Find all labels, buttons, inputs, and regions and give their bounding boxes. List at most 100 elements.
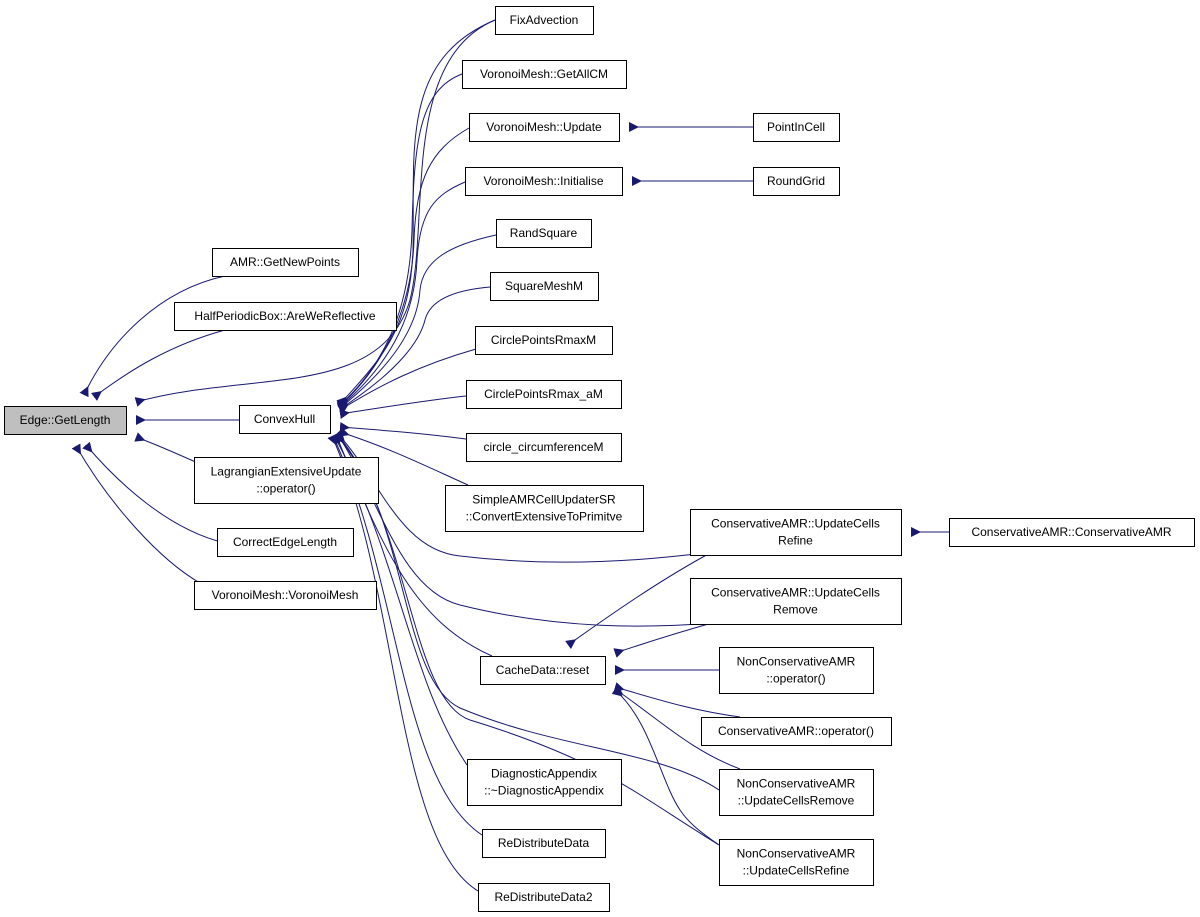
node-n3[interactable]: ConvexHull (239, 405, 331, 434)
node-label: VoronoiMesh::Initialise (483, 174, 603, 188)
edge-n27-to-n17 (612, 684, 741, 770)
node-label: PointInCell (767, 120, 825, 134)
node-box (462, 60, 627, 89)
node-n25[interactable]: NonConservativeAMR::operator() (719, 647, 874, 694)
edges (71, 19, 949, 892)
edge-n28-to-n3 (332, 430, 720, 846)
node-box (194, 581, 377, 610)
node-box (495, 6, 594, 35)
edge-n23-to-n17 (565, 551, 713, 650)
edge-n15-to-n3 (339, 422, 467, 440)
node-label: ConvexHull (254, 412, 315, 426)
edge-n13-to-n3 (337, 348, 477, 415)
node-n13[interactable]: CirclePointsRmaxM (475, 326, 613, 355)
node-n19[interactable]: ReDistributeData (482, 829, 606, 858)
node-label: SimpleAMRCellUpdaterSR (472, 493, 616, 507)
edge-n7-to-n0 (134, 19, 496, 407)
node-box (4, 406, 127, 435)
edge-n11-to-n3 (336, 234, 497, 412)
node-n24[interactable]: ConservativeAMR::UpdateCellsRemove (690, 578, 902, 625)
node-box (719, 839, 874, 886)
edge-n6-to-n0 (71, 443, 201, 584)
node-n1[interactable]: AMR::GetNewPoints (212, 248, 359, 277)
node-box (753, 167, 840, 196)
node-n18[interactable]: DiagnosticAppendix::~DiagnosticAppendix (467, 759, 622, 806)
node-box (465, 167, 623, 196)
node-box (466, 380, 622, 409)
edge-n12-to-n3 (337, 286, 491, 414)
node-box (445, 485, 644, 532)
node-box (719, 769, 874, 816)
node-n21[interactable]: PointInCell (753, 113, 840, 142)
node-label: NonConservativeAMR (737, 777, 856, 791)
node-n12[interactable]: SquareMeshM (490, 272, 599, 301)
edge-n10-to-n3 (336, 181, 466, 411)
node-label: CacheData::reset (496, 663, 590, 677)
node-n0[interactable]: Edge::GetLength (4, 406, 127, 435)
edge-n26-to-n17 (613, 682, 741, 718)
edge-n16-to-n3 (338, 427, 469, 486)
node-n11[interactable]: RandSquare (496, 219, 592, 248)
node-label: ::operator() (766, 672, 825, 686)
node-n16[interactable]: SimpleAMRCellUpdaterSR::ConvertExtensive… (445, 485, 644, 532)
node-label: DiagnosticAppendix (491, 767, 597, 781)
node-box (482, 829, 606, 858)
node-box (690, 509, 902, 556)
node-n22[interactable]: RoundGrid (753, 167, 840, 196)
node-box (212, 248, 359, 277)
edge-n2-to-n0 (91, 329, 226, 402)
edge-n4-to-n0 (134, 432, 201, 465)
node-n5[interactable]: CorrectEdgeLength (217, 528, 354, 557)
node-label: ::UpdateCellsRemove (738, 794, 855, 808)
node-n8[interactable]: VoronoiMesh::GetAllCM (462, 60, 627, 89)
node-label: VoronoiMesh::VoronoiMesh (212, 588, 359, 602)
node-n10[interactable]: VoronoiMesh::Initialise (465, 167, 623, 196)
node-label: CirclePointsRmax_aM (484, 387, 603, 401)
node-box (469, 113, 620, 142)
node-box (467, 759, 622, 806)
node-box (466, 433, 622, 462)
node-n15[interactable]: circle_circumferenceM (466, 433, 622, 462)
node-label: ReDistributeData (498, 836, 590, 850)
node-box (194, 457, 379, 504)
node-box (174, 302, 397, 331)
node-n14[interactable]: CirclePointsRmax_aM (466, 380, 622, 409)
node-n29[interactable]: ConservativeAMR::ConservativeAMR (949, 518, 1195, 547)
node-label: ::~DiagnosticAppendix (484, 784, 604, 798)
node-label: ::UpdateCellsRefine (743, 864, 850, 878)
node-n9[interactable]: VoronoiMesh::Update (469, 113, 620, 142)
node-label: HalfPeriodicBox::AreWeReflective (194, 309, 376, 323)
node-box (753, 113, 840, 142)
edge-n20-to-n3 (327, 433, 479, 892)
node-n23[interactable]: ConservativeAMR::UpdateCellsRefine (690, 509, 902, 556)
node-label: ConservativeAMR::UpdateCells (711, 517, 880, 531)
node-box (701, 717, 892, 746)
node-box (949, 518, 1195, 547)
node-n2[interactable]: HalfPeriodicBox::AreWeReflective (174, 302, 397, 331)
node-n27[interactable]: NonConservativeAMR::UpdateCellsRemove (719, 769, 874, 816)
node-n17[interactable]: CacheData::reset (480, 656, 606, 685)
node-box (480, 656, 606, 685)
node-n26[interactable]: ConservativeAMR::operator() (701, 717, 892, 746)
node-label: ::ConvertExtensiveToPrimitve (466, 510, 623, 524)
node-n7[interactable]: FixAdvection (495, 6, 594, 35)
edge-n8-to-n3 (336, 73, 463, 409)
node-box (690, 578, 902, 625)
node-box (217, 528, 354, 557)
node-label: Edge::GetLength (20, 413, 111, 427)
node-n28[interactable]: NonConservativeAMR::UpdateCellsRefine (719, 839, 874, 886)
node-label: ConservativeAMR::operator() (718, 724, 874, 738)
node-n4[interactable]: LagrangianExtensiveUpdate::operator() (194, 457, 379, 504)
node-label: FixAdvection (510, 13, 579, 27)
node-label: CorrectEdgeLength (233, 535, 337, 549)
edge-n14-to-n3 (339, 395, 467, 419)
node-label: ConservativeAMR::ConservativeAMR (971, 525, 1171, 539)
node-label: CirclePointsRmaxM (491, 333, 596, 347)
node-n20[interactable]: ReDistributeData2 (478, 883, 610, 912)
node-n6[interactable]: VoronoiMesh::VoronoiMesh (194, 581, 377, 610)
node-label: Remove (773, 603, 818, 617)
node-box (239, 405, 331, 434)
node-label: VoronoiMesh::GetAllCM (480, 67, 608, 81)
node-box (719, 647, 874, 694)
